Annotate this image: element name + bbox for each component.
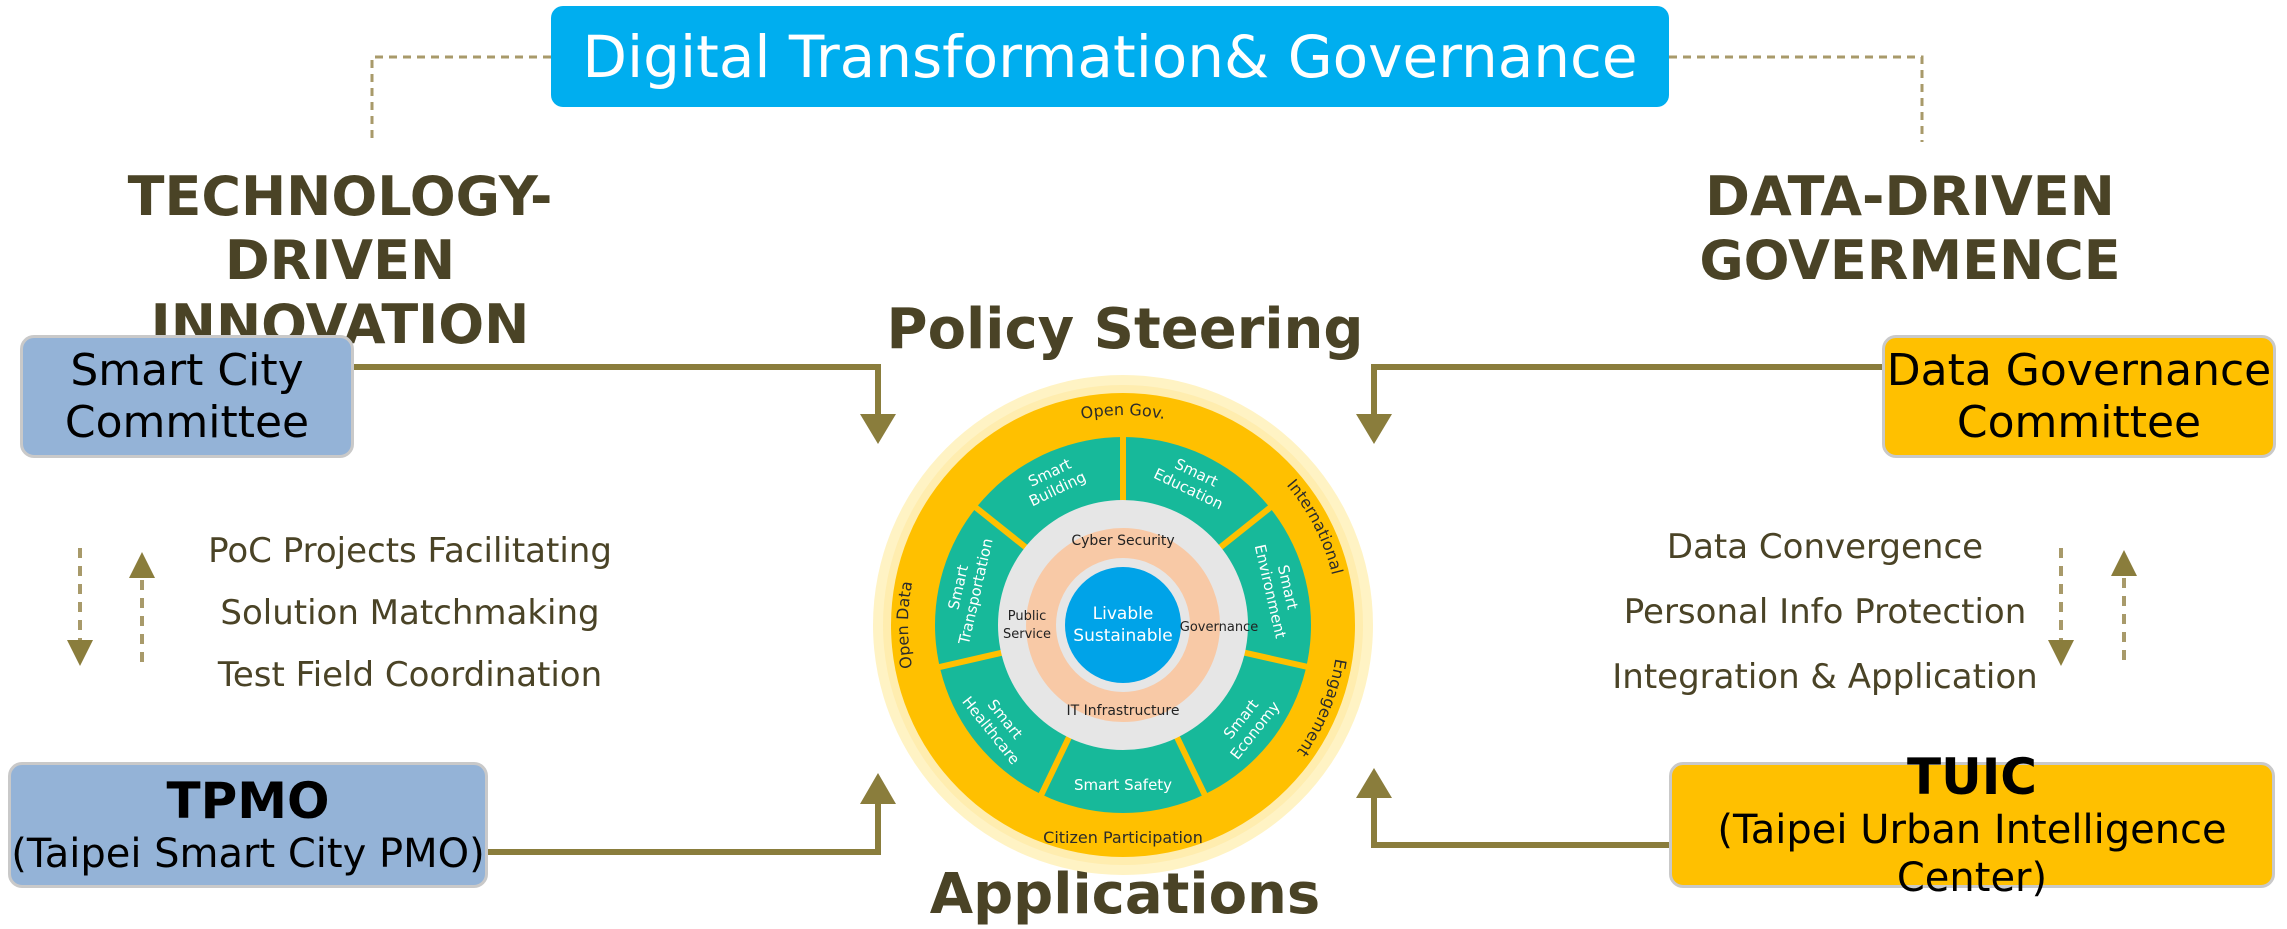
left-heading-line1: TECHNOLOGY-DRIVEN <box>127 165 553 292</box>
left-list-item: Test Field Coordination <box>217 655 603 695</box>
core-circle <box>1065 567 1181 683</box>
arrow-smart-city-committee <box>352 364 881 420</box>
data-governance-line2: Committee <box>1956 396 2202 448</box>
outer-left-path: Open Data <box>893 580 916 671</box>
arrow-tpmo <box>484 798 881 855</box>
right-heading-line2: GOVERMENCE <box>1699 229 2121 292</box>
data-governance-committee-box: Data Governance Committee <box>1882 335 2276 458</box>
right-list-item: Integration & Application <box>1612 657 2038 697</box>
arrowhead-up-right <box>1356 768 1392 798</box>
peach-ring <box>1026 528 1220 722</box>
right-list-item: Data Convergence <box>1666 527 1984 567</box>
tuic-title: TUIC <box>1906 748 2037 806</box>
inner-bottom-label: IT Infrastructure <box>1067 703 1180 719</box>
left-list-item: Solution Matchmaking <box>220 593 600 633</box>
outer-label-left: Open Data <box>893 580 916 671</box>
left-down-arrowhead-icon <box>67 640 93 666</box>
banner-title: Digital Transformation& Governance <box>582 22 1638 91</box>
inner-left-label-2: Service <box>1003 627 1051 642</box>
right-heading-line1: DATA-DRIVEN <box>1705 165 2115 228</box>
smart-city-wheel: Livable Sustainable Cyber Security IT In… <box>873 375 1373 875</box>
tpmo-subtitle: (Taipei Smart City PMO) <box>11 831 485 877</box>
core-line1: Livable <box>1093 604 1154 624</box>
tpmo-box: TPMO (Taipei Smart City PMO) <box>8 762 488 888</box>
arrow-tuic <box>1371 796 1669 848</box>
smart-city-committee-line2: Committee <box>64 396 310 448</box>
title-banner: Digital Transformation& Governance <box>551 6 1669 107</box>
segment-safety-line1: Smart Safety <box>1074 776 1172 794</box>
right-list-item: Personal Info Protection <box>1623 592 2027 632</box>
inner-top-label: Cyber Security <box>1071 533 1174 549</box>
left-list-item: PoC Projects Facilitating <box>208 531 612 571</box>
smart-city-committee-line1: Smart City <box>70 344 304 396</box>
left-up-arrowhead-icon <box>129 552 155 578</box>
right-heading: DATA-DRIVEN GOVERMENCE <box>1640 165 2180 293</box>
right-down-arrowhead-icon <box>2048 640 2074 666</box>
inner-left-label-1: Public <box>1008 609 1046 624</box>
tuic-box: TUIC (Taipei Urban Intelligence Center) <box>1669 748 2275 901</box>
tuic-subtitle: (Taipei Urban Intelligence Center) <box>1717 807 2227 901</box>
smart-city-committee-box: Smart City Committee <box>20 335 354 458</box>
left-heading: TECHNOLOGY-DRIVEN INNOVATION <box>20 165 660 357</box>
policy-steering-label: Policy Steering <box>886 297 1364 362</box>
tpmo-title: TPMO <box>166 772 330 830</box>
data-governance-line1: Data Governance <box>1886 344 2272 396</box>
outer-label-top: Open Gov. <box>1079 400 1167 423</box>
arrowhead-down-left <box>860 414 896 444</box>
banner-connector-right <box>1669 55 1924 142</box>
arrowhead-down-right <box>1356 414 1392 444</box>
banner-connector-left <box>370 55 551 142</box>
arrowhead-up-left <box>860 773 896 804</box>
outer-top-path: Open Gov. <box>1079 400 1167 423</box>
outer-label-bottom: Citizen Participation <box>1043 828 1203 847</box>
arrow-data-governance <box>1371 364 1882 420</box>
right-function-list: Data Convergence Personal Info Protectio… <box>1605 515 2045 710</box>
inner-right-label: Governance <box>1180 620 1258 635</box>
segment-dividers <box>937 435 1309 798</box>
core-line2: Sustainable <box>1073 626 1172 646</box>
right-up-arrowhead-icon <box>2111 550 2137 576</box>
left-function-list: PoC Projects Facilitating Solution Match… <box>200 520 620 706</box>
